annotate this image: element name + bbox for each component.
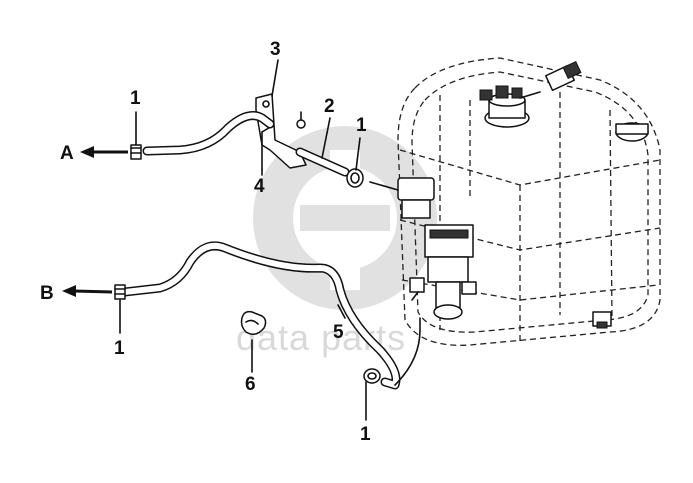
callout-1-pipe: 1 bbox=[356, 115, 367, 136]
callout-5: 5 bbox=[333, 322, 344, 343]
arrow-b-icon bbox=[62, 285, 113, 297]
callout-4: 4 bbox=[254, 176, 265, 197]
clip-6 bbox=[240, 310, 267, 335]
direction-a-label: A bbox=[60, 143, 74, 164]
bracket bbox=[255, 93, 307, 171]
fuel-tank bbox=[397, 57, 661, 346]
bolt bbox=[296, 111, 306, 129]
callout-6: 6 bbox=[245, 374, 256, 395]
tank-cap bbox=[479, 85, 530, 128]
clamp-pipe bbox=[346, 168, 364, 188]
clamp-lower bbox=[363, 368, 381, 384]
callout-2: 2 bbox=[324, 96, 335, 117]
arrow-a-icon bbox=[80, 146, 128, 158]
filler-neck bbox=[615, 122, 649, 142]
clamp-a bbox=[130, 144, 142, 160]
callout-1-bottom: 1 bbox=[360, 424, 371, 445]
pipe-2 bbox=[295, 147, 350, 177]
sensor-connector bbox=[519, 60, 582, 99]
pump-assembly bbox=[369, 177, 477, 320]
direction-b-label: B bbox=[40, 283, 54, 304]
callout-1-top-left: 1 bbox=[130, 88, 141, 109]
callout-1-bottom-left: 1 bbox=[114, 338, 125, 359]
clamp-b bbox=[114, 284, 126, 300]
callout-3: 3 bbox=[270, 39, 281, 60]
drain-plug bbox=[592, 311, 612, 329]
hose-upper bbox=[142, 111, 275, 156]
pump-upper bbox=[397, 177, 435, 201]
leader-lines bbox=[119, 59, 367, 421]
hose-5 bbox=[120, 241, 421, 390]
